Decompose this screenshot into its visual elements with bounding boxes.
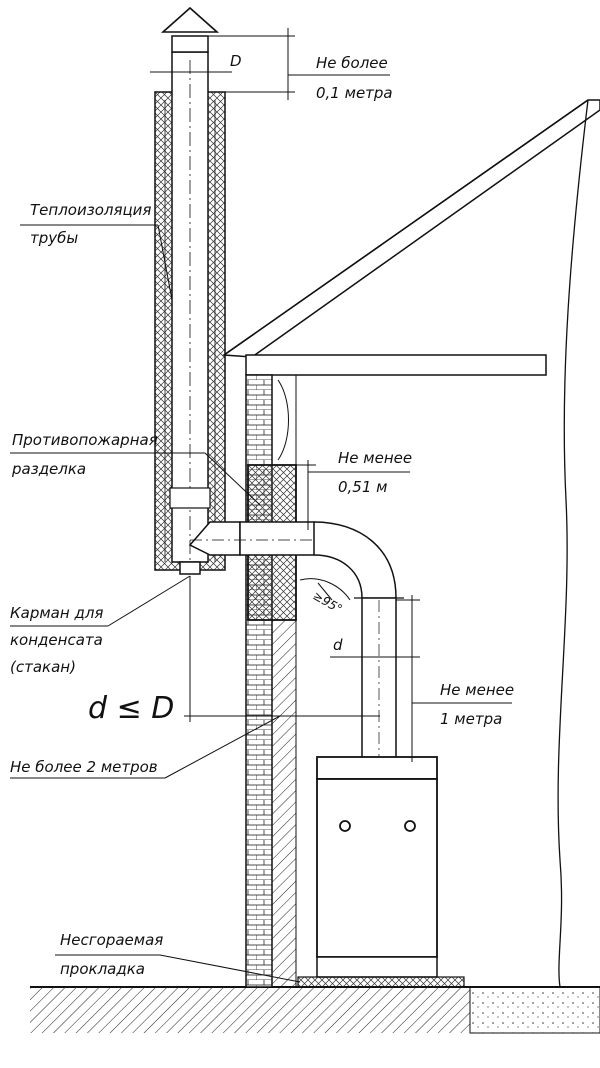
label-gasket-2: прокладка (60, 960, 145, 978)
label-gasket-1: Несгораемая (60, 931, 163, 949)
label-height-2: 0,1 метра (316, 84, 393, 102)
label-pipe-diameter: D (230, 52, 242, 70)
label-condensate-1: Карман для (10, 604, 103, 622)
label-condensate-3: (стакан) (10, 658, 76, 676)
label-vertical-min-1: Не менее (440, 681, 514, 699)
label-fire-cut-1: Противопожарная (12, 431, 158, 449)
boiler (316, 756, 438, 978)
chimney (154, 6, 226, 575)
building-roof (221, 99, 600, 988)
label-wall-gap-2: 0,51 м (338, 478, 387, 496)
label-diameter-rule: d ≤ D (88, 691, 174, 726)
ground (30, 986, 600, 1034)
label-insulation-1: Теплоизоляция (30, 201, 151, 219)
label-vertical-min-2: 1 метра (440, 710, 502, 728)
non-combustible-gasket (297, 976, 465, 988)
label-angle: ≥95° (311, 588, 345, 616)
label-wall-gap-1: Не менее (338, 449, 412, 467)
label-horizontal-max: Не более 2 метров (10, 758, 158, 776)
label-height-1: Не более (316, 54, 388, 72)
label-fire-cut-2: разделка (11, 460, 86, 478)
annotations: D Не более 0,1 метра Теплоизоляция трубы… (10, 52, 514, 978)
connector-pipe (188, 521, 404, 759)
label-condensate-2: конденсата (10, 631, 103, 649)
dimension-lines (10, 28, 512, 983)
label-insulation-2: трубы (30, 229, 78, 247)
label-boiler-diameter: d (333, 636, 343, 654)
